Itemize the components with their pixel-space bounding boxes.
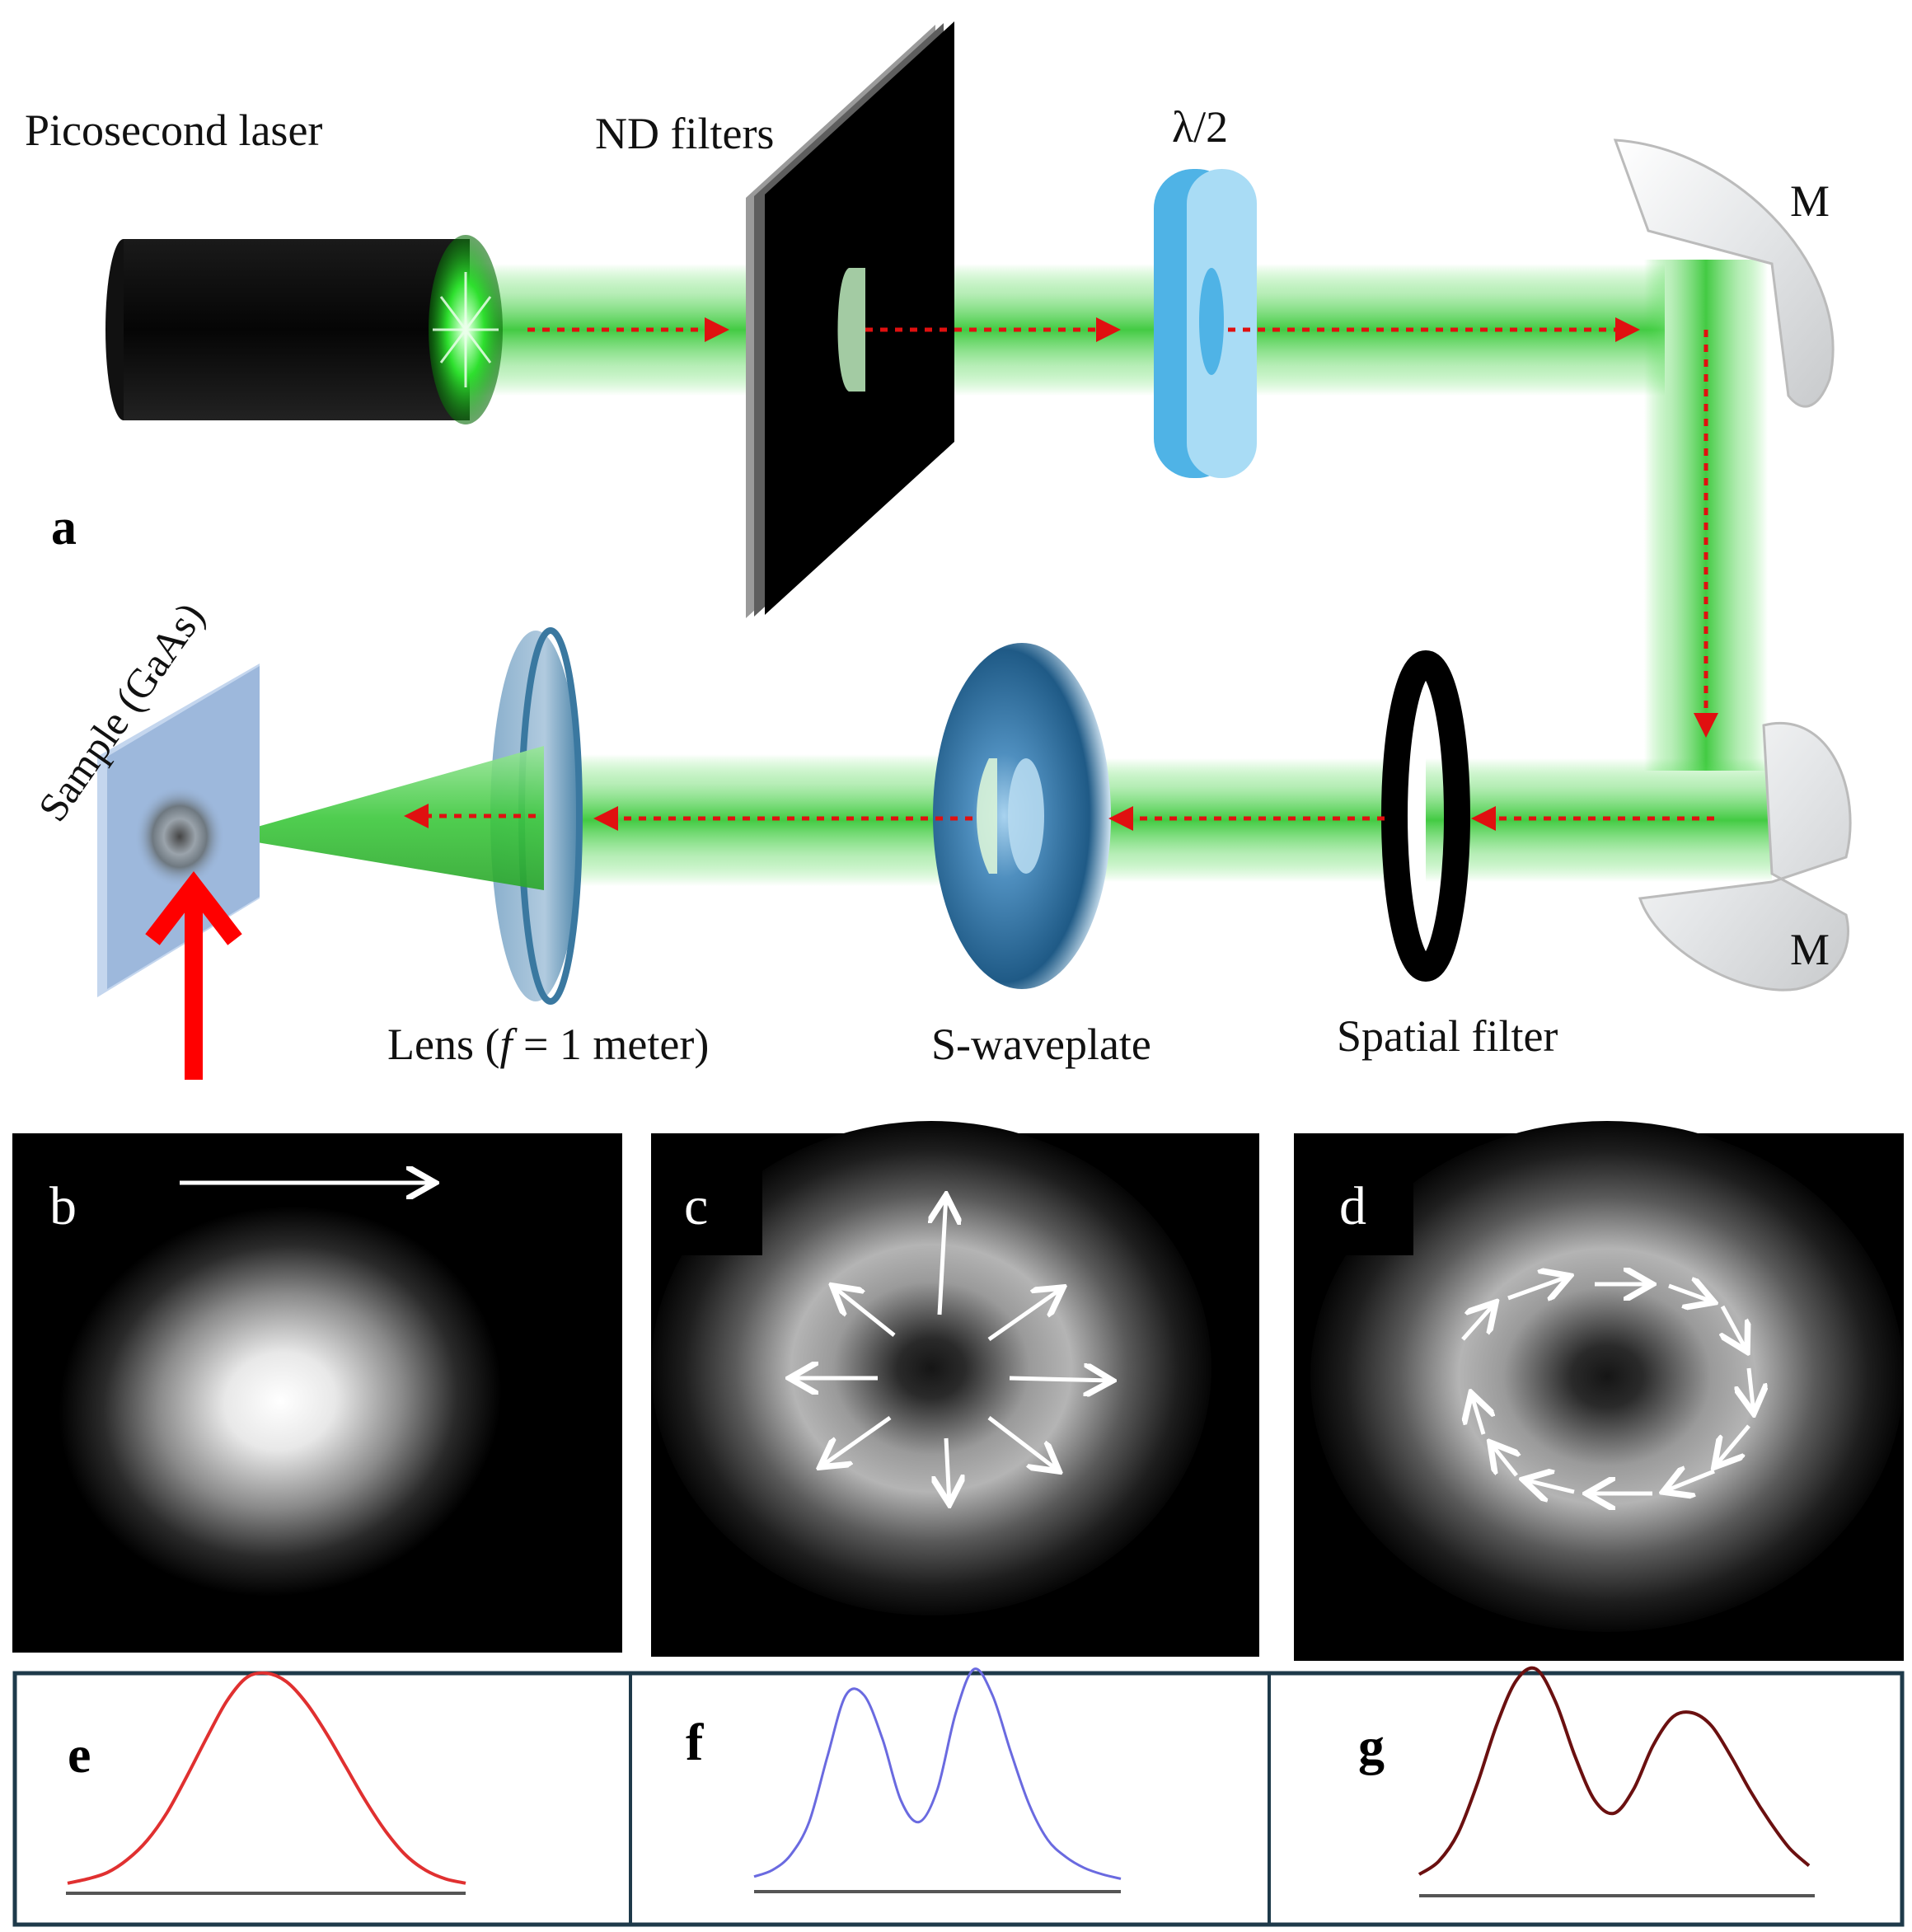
panel-g-profile-line: [1418, 1666, 1811, 1876]
mirror-bottom: [1638, 722, 1852, 992]
half-wave-plate: [1154, 169, 1257, 478]
panel-c-letter: c: [684, 1176, 708, 1236]
panel-g-letter: g: [1358, 1717, 1385, 1775]
panel-f: f: [686, 1667, 1122, 1893]
panel-c: c: [651, 1121, 1259, 1657]
panel-b: b: [12, 1133, 622, 1653]
azimuthal-donut-beam: [1310, 1121, 1904, 1632]
panel-a-letter: a: [51, 499, 77, 556]
label-lens: Lens (f = 1 meter): [387, 1020, 709, 1069]
mirror-top: [1613, 138, 1835, 408]
beam-direction-arrows: [404, 317, 1718, 831]
panel-d-letter: d: [1339, 1176, 1366, 1236]
panel-a: Picosecond laser ND filters λ/2 M M a Sa…: [25, 21, 1852, 1080]
profile-panels: e f g: [12, 1666, 1905, 1927]
focused-beam-cone: [223, 746, 544, 890]
panel-f-profile-line: [753, 1667, 1122, 1880]
panel-d: d: [1294, 1121, 1904, 1661]
spatial-filter: [1381, 650, 1470, 982]
beam-mirror-to-spatial-filter: [1426, 758, 1772, 882]
radial-donut-beam: [651, 1121, 1211, 1615]
sample-spot: [134, 785, 225, 888]
label-lens-suffix: = 1 meter): [512, 1020, 709, 1069]
panel-e: e: [66, 1671, 466, 1895]
azimuthal-polarization-arrows: [1463, 1276, 1754, 1494]
label-s-waveplate: S-waveplate: [931, 1020, 1151, 1069]
label-mirror-top: M: [1790, 176, 1830, 226]
nd-filters: [746, 21, 954, 618]
s-waveplate: [933, 643, 1111, 989]
probe-arrow: [145, 870, 242, 1080]
label-half-wave-plate: λ/2: [1172, 102, 1228, 152]
gaussian-spot: [59, 1206, 502, 1597]
panel-g: g: [1358, 1666, 1815, 1897]
radial-polarization-arrows: [790, 1195, 1113, 1504]
label-mirror-bottom: M: [1790, 925, 1830, 974]
picosecond-laser: [105, 235, 503, 424]
label-spatial-filter: Spatial filter: [1337, 1011, 1558, 1061]
panel-e-profile-line: [67, 1671, 466, 1885]
panel-b-letter: b: [49, 1176, 77, 1236]
label-picosecond-laser: Picosecond laser: [25, 106, 322, 155]
panel-f-letter: f: [686, 1713, 704, 1771]
label-nd-filters: ND filters: [595, 109, 774, 158]
label-lens-prefix: Lens (: [387, 1020, 499, 1069]
panel-e-letter: e: [68, 1725, 91, 1784]
profile-frame: [12, 1671, 1905, 1927]
